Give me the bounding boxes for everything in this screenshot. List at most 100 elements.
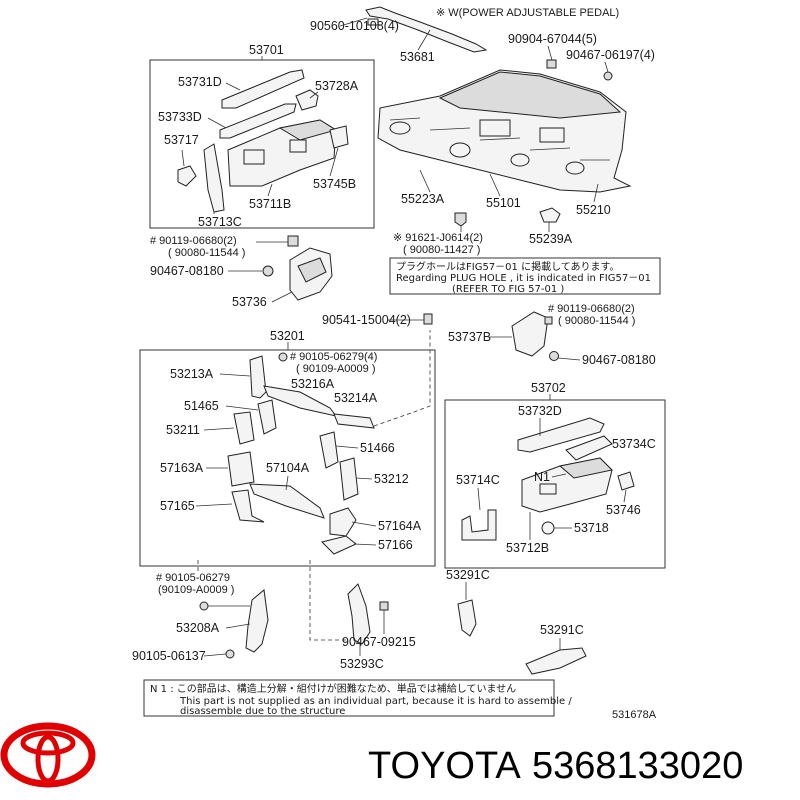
plug-note-box	[389, 257, 661, 295]
label-N1: N1	[534, 470, 550, 484]
part-53291Cb-shape	[525, 647, 587, 675]
label-90467b: 90467-08180	[150, 264, 224, 278]
label-57164A: 57164A	[378, 519, 422, 533]
label-53293C: 53293C	[340, 657, 384, 671]
label-53711B: 53711B	[249, 197, 291, 211]
label-57104A: 57104A	[266, 461, 310, 475]
label-53291Cb: 53291C	[540, 623, 584, 637]
diagram-code: 531678A	[612, 709, 657, 721]
clip-90904-icon	[546, 59, 557, 69]
label-53732D: 53732D	[518, 404, 562, 418]
label-53291Ca: 53291C	[446, 568, 490, 582]
label-55101: 55101	[486, 196, 521, 210]
label-53213A: 53213A	[170, 367, 214, 381]
part-53717-shape	[177, 165, 197, 187]
bolt-90119a-icon	[287, 235, 299, 247]
label-53717: 53717	[164, 133, 199, 147]
label-90109b: (90109-A0009 )	[158, 584, 234, 596]
label-53745B: 53745B	[313, 177, 356, 191]
label-90904: 90904-67044(5)	[508, 32, 597, 46]
label-51466: 51466	[360, 441, 395, 455]
label-53733D: 53733D	[158, 110, 202, 124]
group-53702-frame	[444, 399, 666, 569]
label-90541: 90541-15004(2)	[322, 313, 411, 327]
clip-55239A-icon	[539, 207, 561, 223]
label-90080b: ( 90080-11427 )	[403, 244, 480, 256]
group-53201-frame	[139, 349, 436, 567]
label-90119b: # 90119-06680(2)	[548, 303, 635, 315]
bolt-90119b-icon	[544, 316, 553, 325]
label-53681: 53681	[400, 50, 435, 64]
part-53713C-shape	[203, 143, 225, 213]
part-53213A-shape	[249, 355, 267, 399]
label-53728A: 53728A	[315, 79, 359, 93]
label-53713C: 53713C	[198, 215, 242, 229]
part-53736-shape	[289, 247, 333, 301]
brand-name: TOYOTA	[368, 745, 521, 787]
clip-90467b-icon	[262, 265, 274, 277]
label-90467c: 90467-08180	[582, 353, 656, 367]
label-53746: 53746	[606, 503, 641, 517]
footnote-box	[143, 679, 555, 717]
bolt-90105a-icon	[278, 352, 288, 362]
label-57165: 57165	[160, 499, 195, 513]
footnote-jp: N 1 : この部品は、構造上分解・組付けが困難なため、単品では補給していません	[150, 682, 516, 695]
label-53216A: 53216A	[291, 377, 335, 391]
label-51465: 51465	[184, 399, 219, 413]
part-53291Ca-shape	[457, 599, 477, 637]
label-90467d: 90467-09215	[342, 635, 416, 649]
part-53733D-shape	[219, 103, 297, 139]
label-90467a: 90467-06197(4)	[566, 48, 655, 62]
label-53737B: 53737B	[448, 330, 491, 344]
part-57166-shape	[321, 535, 357, 555]
label-55210: 55210	[576, 203, 611, 217]
clip-90467-icon	[603, 71, 613, 81]
part-51465-shape	[257, 399, 277, 435]
plug-note-jp: プラグホールはFIG57－01 に掲載してあります。	[396, 260, 619, 273]
part-57104A-shape	[249, 483, 325, 519]
clip-90541-icon	[423, 313, 433, 325]
part-53712B-shape	[521, 457, 614, 513]
label-91621: ※ 91621-J0614(2)	[393, 232, 483, 244]
toyota-logo-icon	[0, 722, 96, 788]
part-53731D-shape	[221, 69, 305, 109]
label-53702: 53702	[531, 381, 566, 395]
label-53714C: 53714C	[456, 473, 500, 487]
plug-note-en: Regarding PLUG HOLE , it is indicated in…	[396, 273, 651, 284]
label-53214A: 53214A	[334, 391, 378, 405]
part-53745B-shape	[329, 125, 349, 149]
label-53718: 53718	[574, 521, 609, 535]
part-53214A-shape	[333, 413, 375, 429]
part-53732D-shape	[517, 417, 605, 453]
label-90560: 90560-10108(4)	[310, 19, 399, 33]
part-53711B-shape	[227, 119, 338, 187]
label-57163A: 57163A	[160, 461, 204, 475]
part-57164A-shape	[329, 507, 357, 537]
part-53714C-shape	[461, 509, 497, 541]
label-53201: 53201	[270, 329, 305, 343]
plug-note-ref: (REFER TO FIG 57-01 )	[452, 284, 564, 295]
label-90080c: ( 90080-11544 )	[558, 315, 635, 327]
label-53212: 53212	[374, 472, 409, 486]
clip-90467c-icon	[549, 351, 559, 361]
part-57163A-shape	[227, 451, 255, 487]
part-number: 5368133020	[532, 745, 743, 787]
label-90105a: # 90105-06279(4)	[290, 351, 377, 363]
bolt-91621-icon	[454, 212, 467, 227]
part-53728A-shape	[295, 89, 319, 111]
bolt-90105c-icon	[225, 649, 235, 659]
part-53208A-shape	[245, 589, 269, 653]
part-53734C-shape	[565, 435, 613, 461]
part-53293C-shape	[347, 583, 371, 645]
dash-panel-shape	[377, 69, 632, 193]
header-note: ※ W(POWER ADJUSTABLE PEDAL)	[436, 7, 619, 19]
label-53211: 53211	[166, 423, 200, 437]
part-57165-shape	[231, 489, 265, 523]
part-51466-shape	[319, 431, 339, 469]
label-90119a: # 90119-06680(2)	[150, 235, 237, 247]
part-53718-shape	[541, 521, 555, 535]
part-53746-shape	[617, 471, 635, 491]
footnote-en1: This part is not supplied as an individu…	[179, 696, 572, 707]
label-53731D: 53731D	[178, 75, 222, 89]
